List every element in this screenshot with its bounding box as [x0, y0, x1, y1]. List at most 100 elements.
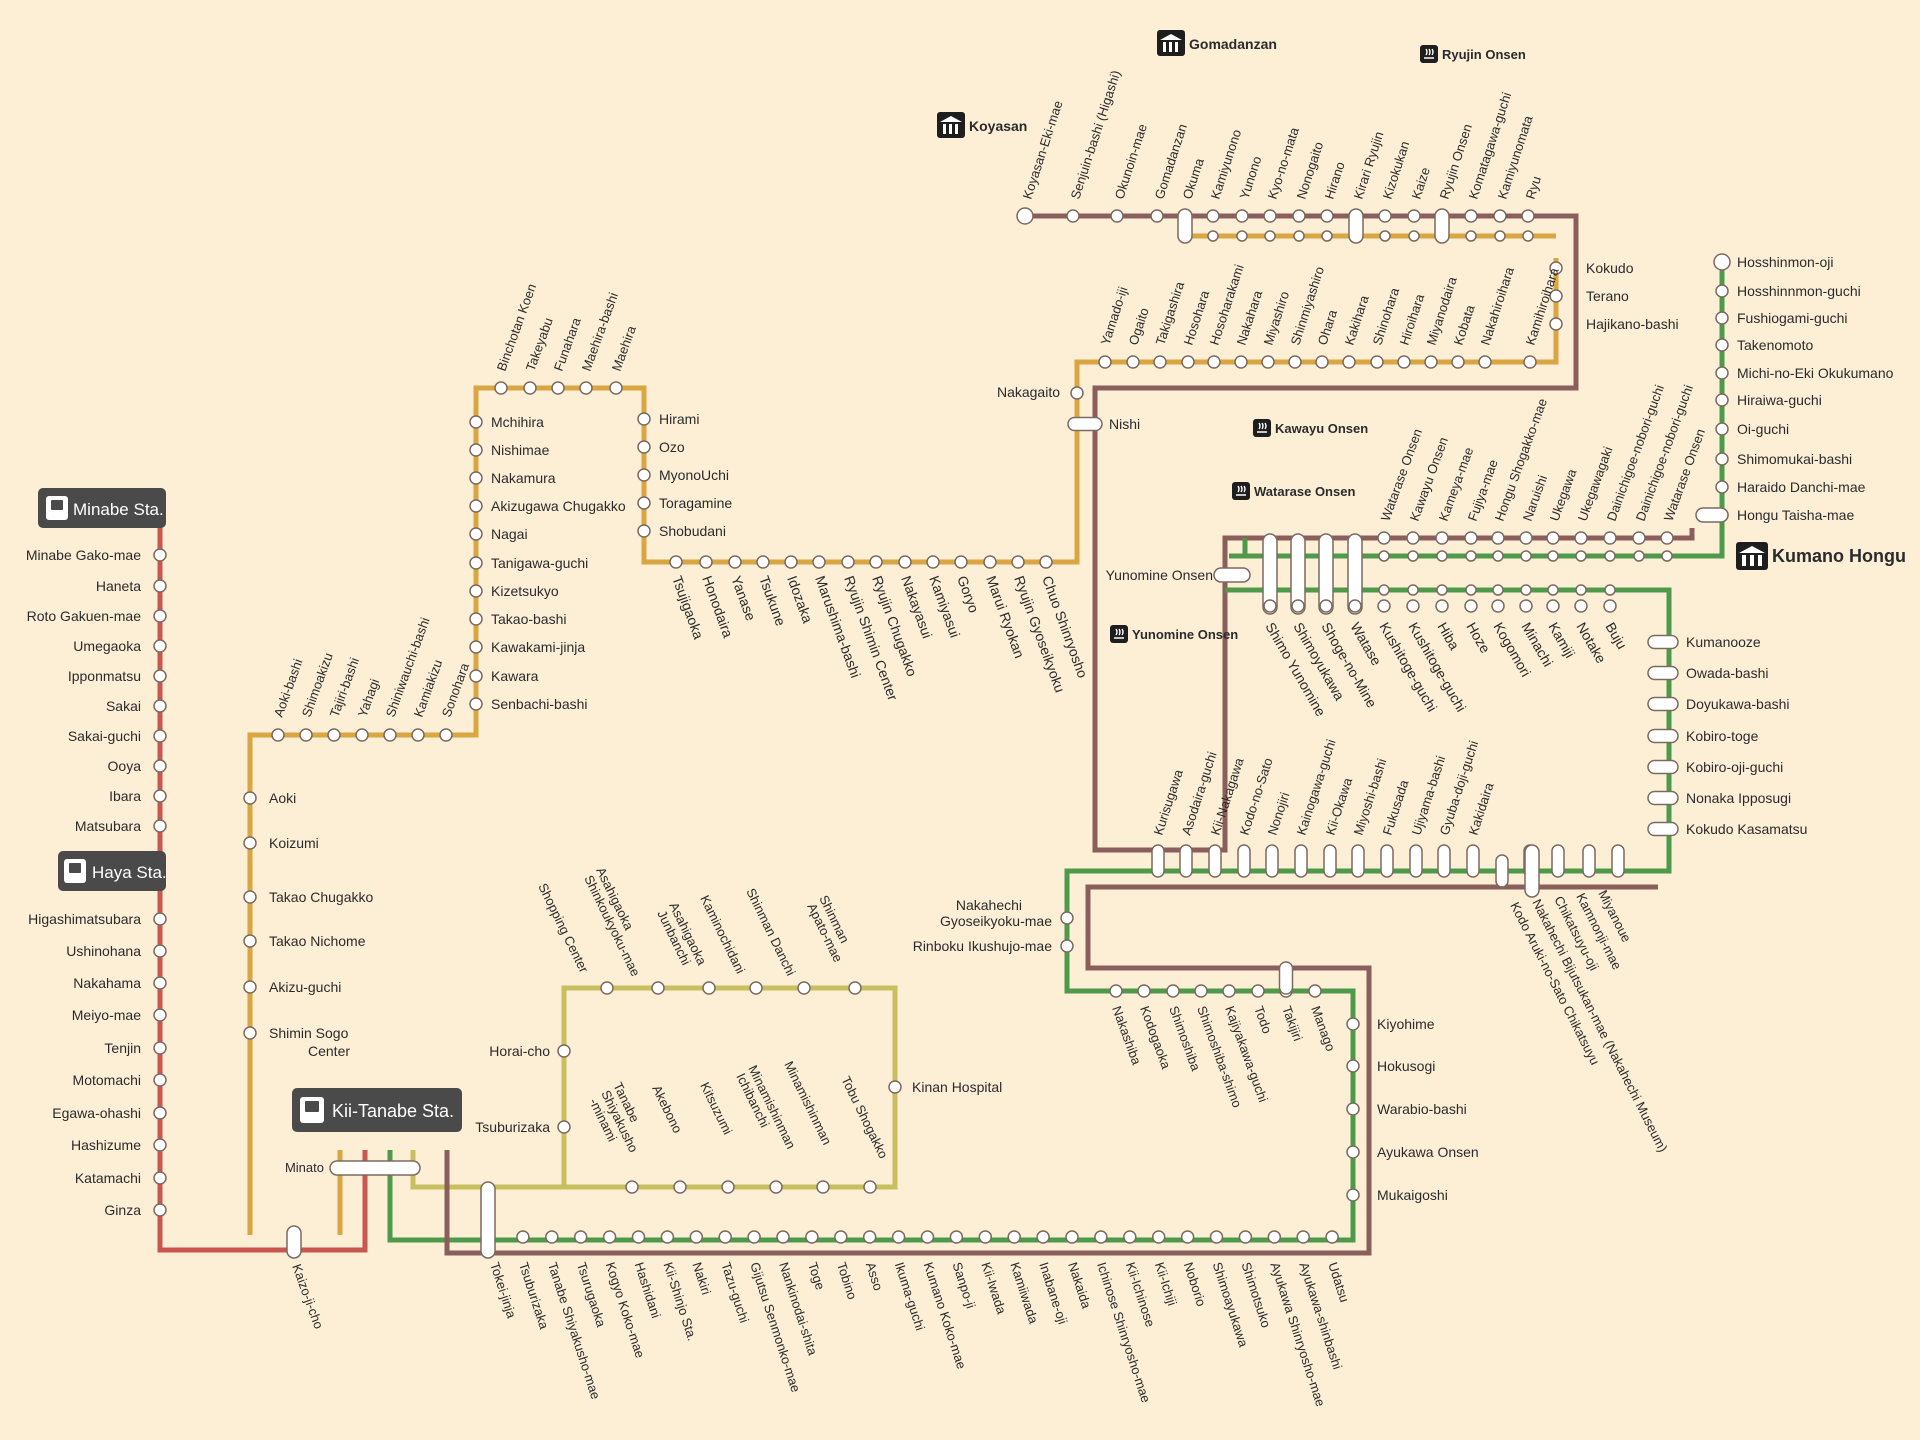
bus-stop-marker[interactable] — [1378, 584, 1390, 596]
transfer-stop-marker[interactable] — [1551, 844, 1565, 878]
bus-stop-marker[interactable] — [1060, 939, 1074, 953]
transfer-stop-marker[interactable] — [1582, 844, 1596, 878]
bus-stop-marker[interactable] — [573, 1230, 588, 1244]
bus-stop-marker[interactable] — [862, 1230, 877, 1244]
bus-stop-marker[interactable] — [243, 791, 257, 805]
bus-stop-marker[interactable] — [1464, 209, 1478, 223]
transfer-stop-marker[interactable] — [1495, 854, 1509, 888]
bus-stop-marker[interactable] — [1288, 355, 1302, 369]
bus-stop-marker[interactable] — [816, 1180, 830, 1194]
bus-stop-marker[interactable] — [1267, 1230, 1282, 1244]
bus-stop-marker[interactable] — [1575, 550, 1587, 562]
bus-stop-marker[interactable] — [469, 471, 483, 485]
bus-stop-marker[interactable] — [651, 981, 665, 995]
bus-stop-marker[interactable] — [1464, 531, 1478, 545]
bus-stop-marker[interactable] — [469, 443, 483, 457]
bus-stop-marker[interactable] — [749, 981, 763, 995]
bus-stop-marker[interactable] — [1296, 1230, 1310, 1244]
bus-stop-marker[interactable] — [1604, 584, 1616, 596]
transfer-stop-marker[interactable] — [1278, 961, 1294, 995]
transfer-stop-marker[interactable] — [1466, 844, 1480, 878]
bus-stop-marker[interactable] — [469, 640, 483, 654]
bus-stop-marker[interactable] — [1436, 550, 1448, 562]
bus-stop-marker[interactable] — [660, 1230, 675, 1244]
bus-stop-marker[interactable] — [1451, 355, 1465, 369]
bus-stop-marker[interactable] — [1492, 584, 1504, 596]
bus-stop-marker[interactable] — [1291, 599, 1305, 613]
bus-stop-marker[interactable] — [898, 555, 912, 569]
bus-stop-marker[interactable] — [1194, 984, 1208, 998]
bus-stop-marker[interactable] — [153, 1138, 167, 1152]
transfer-stop-marker[interactable] — [329, 1160, 421, 1176]
bus-stop-marker[interactable] — [888, 1080, 902, 1094]
transfer-stop-marker[interactable] — [1695, 507, 1729, 523]
transfer-stop-marker[interactable] — [1351, 844, 1365, 878]
bus-stop-marker[interactable] — [557, 1044, 571, 1058]
bus-stop-marker[interactable] — [1465, 550, 1477, 562]
transfer-stop-marker[interactable] — [1262, 533, 1278, 615]
transfer-stop-marker[interactable] — [1151, 844, 1165, 878]
transfer-stop-marker[interactable] — [1290, 533, 1306, 615]
bus-stop-marker[interactable] — [1491, 531, 1505, 545]
bus-stop-marker[interactable] — [494, 381, 508, 395]
transfer-stop-marker[interactable] — [1177, 208, 1193, 244]
bus-stop-marker[interactable] — [920, 1230, 935, 1244]
bus-stop-marker[interactable] — [1123, 1230, 1137, 1244]
bus-stop-marker[interactable] — [153, 548, 167, 562]
bus-stop-marker[interactable] — [1321, 230, 1333, 242]
bus-stop-marker[interactable] — [1520, 584, 1532, 596]
bus-stop-marker[interactable] — [1715, 452, 1729, 466]
bus-stop-marker[interactable] — [1435, 531, 1449, 545]
bus-stop-marker[interactable] — [954, 555, 968, 569]
bus-stop-marker[interactable] — [1263, 209, 1277, 223]
bus-stop-marker[interactable] — [805, 1230, 819, 1244]
bus-stop-marker[interactable] — [1016, 207, 1034, 225]
terminal-kii-tanabe[interactable]: Kii-Tanabe Sta. — [292, 1088, 462, 1132]
transfer-stop-marker[interactable] — [1434, 208, 1450, 244]
bus-stop-marker[interactable] — [1315, 355, 1329, 369]
bus-stop-marker[interactable] — [602, 1230, 617, 1244]
bus-stop-marker[interactable] — [1263, 599, 1277, 613]
bus-stop-marker[interactable] — [1715, 311, 1729, 325]
bus-stop-marker[interactable] — [926, 555, 940, 569]
transfer-stop-marker[interactable] — [1647, 696, 1679, 712]
transfer-stop-marker[interactable] — [480, 1181, 496, 1259]
bus-stop-marker[interactable] — [1424, 355, 1438, 369]
bus-stop-marker[interactable] — [1319, 599, 1333, 613]
bus-stop-marker[interactable] — [1435, 599, 1449, 613]
transfer-stop-marker[interactable] — [1647, 790, 1679, 806]
bus-stop-marker[interactable] — [1060, 911, 1074, 925]
bus-stop-marker[interactable] — [1715, 422, 1729, 436]
bus-stop-marker[interactable] — [949, 1230, 964, 1244]
bus-stop-marker[interactable] — [153, 579, 167, 593]
destination-yunomine-onsen[interactable]: Yunomine Onsen — [1110, 625, 1238, 643]
bus-stop-marker[interactable] — [1603, 531, 1617, 545]
bus-stop-marker[interactable] — [243, 836, 257, 850]
bus-stop-marker[interactable] — [776, 1230, 790, 1244]
transfer-stop-marker[interactable] — [1213, 567, 1251, 583]
bus-stop-marker[interactable] — [516, 1230, 530, 1244]
transfer-stop-marker[interactable] — [1208, 844, 1222, 878]
bus-stop-marker[interactable] — [637, 412, 651, 426]
transfer-stop-marker[interactable] — [1647, 665, 1679, 681]
bus-stop-marker[interactable] — [243, 980, 257, 994]
bus-stop-marker[interactable] — [637, 440, 651, 454]
bus-stop-marker[interactable] — [153, 1171, 167, 1185]
bus-stop-marker[interactable] — [153, 944, 167, 958]
bus-stop-marker[interactable] — [1407, 584, 1419, 596]
bus-stop-marker[interactable] — [1342, 355, 1356, 369]
bus-stop-marker[interactable] — [153, 789, 167, 803]
bus-stop-marker[interactable] — [1546, 531, 1560, 545]
bus-stop-marker[interactable] — [1110, 209, 1124, 223]
bus-stop-marker[interactable] — [1633, 550, 1645, 562]
bus-stop-marker[interactable] — [1660, 531, 1674, 545]
transfer-stop-marker[interactable] — [286, 1225, 302, 1259]
bus-stop-marker[interactable] — [1397, 355, 1411, 369]
bus-stop-marker[interactable] — [669, 555, 683, 569]
bus-stop-marker[interactable] — [812, 555, 826, 569]
bus-stop-marker[interactable] — [1238, 1230, 1253, 1244]
bus-stop-marker[interactable] — [469, 584, 483, 598]
bus-stop-marker[interactable] — [1465, 230, 1477, 242]
transfer-stop-marker[interactable] — [1237, 844, 1251, 878]
bus-stop-marker[interactable] — [769, 1180, 783, 1194]
